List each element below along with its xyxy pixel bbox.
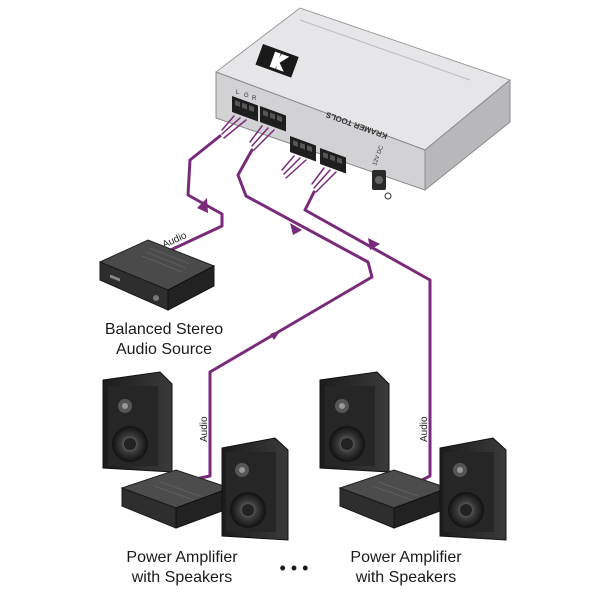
port-letter-r: R <box>252 96 257 102</box>
signal-arrows <box>197 198 380 340</box>
kramer-logo <box>255 44 299 78</box>
arrow-amp2 <box>368 238 380 250</box>
power-jack <box>372 170 392 200</box>
port-letter-g: G <box>244 93 249 99</box>
amplifier-1 <box>120 469 232 529</box>
port-letter-l: L <box>236 90 240 96</box>
source-caption: Balanced Stereo Audio Source <box>88 320 240 360</box>
cable-label-amplifier-1: Audio <box>199 416 210 442</box>
cable-fanout-3 <box>281 155 307 179</box>
amplifier-2-caption-line2: with Speakers <box>355 569 457 586</box>
amplifier-1-caption-line2: with Speakers <box>131 569 233 586</box>
speaker-front-right <box>439 437 507 541</box>
amplifier-2-caption: Power Amplifier with Speakers <box>332 548 480 588</box>
cable-fanout-1 <box>221 115 247 139</box>
speaker-back-left <box>102 371 173 473</box>
speaker-set-2 <box>319 371 507 541</box>
speaker-set-1 <box>102 371 289 541</box>
speaker-back-right <box>319 371 390 473</box>
source-caption-line2: Audio Source <box>115 341 213 358</box>
amplifier-2-caption-line1: Power Amplifier <box>350 549 462 566</box>
cable-label-amplifier-2: Audio <box>419 416 430 442</box>
device-side-face <box>424 78 511 192</box>
cable-amplifier-2 <box>303 190 432 484</box>
arrow-source <box>197 198 208 213</box>
terminal-block-1 <box>232 96 258 122</box>
cable-amplifier-1 <box>198 148 374 480</box>
speaker-front-left <box>221 437 289 541</box>
amplifier-1-caption: Power Amplifier with Speakers <box>108 548 256 588</box>
amplifier-2 <box>338 469 450 529</box>
continuation-dots: • • • <box>279 558 309 578</box>
arrow-amp1-lower <box>270 330 281 340</box>
cable-fanout-2 <box>249 125 275 151</box>
source-caption-line1: Balanced Stereo <box>104 321 224 338</box>
terminal-block-3 <box>290 136 316 162</box>
amplifier-1-caption-line1: Power Amplifier <box>126 549 238 566</box>
cable-fanout-4 <box>311 167 337 193</box>
audio-source-unit <box>98 239 216 311</box>
audio-distribution-device: KRAMER TOOLS L G R 12V DC <box>214 7 512 200</box>
terminal-block-2 <box>260 106 286 132</box>
terminal-block-4 <box>320 148 346 174</box>
arrow-amp1-upper <box>290 223 302 235</box>
